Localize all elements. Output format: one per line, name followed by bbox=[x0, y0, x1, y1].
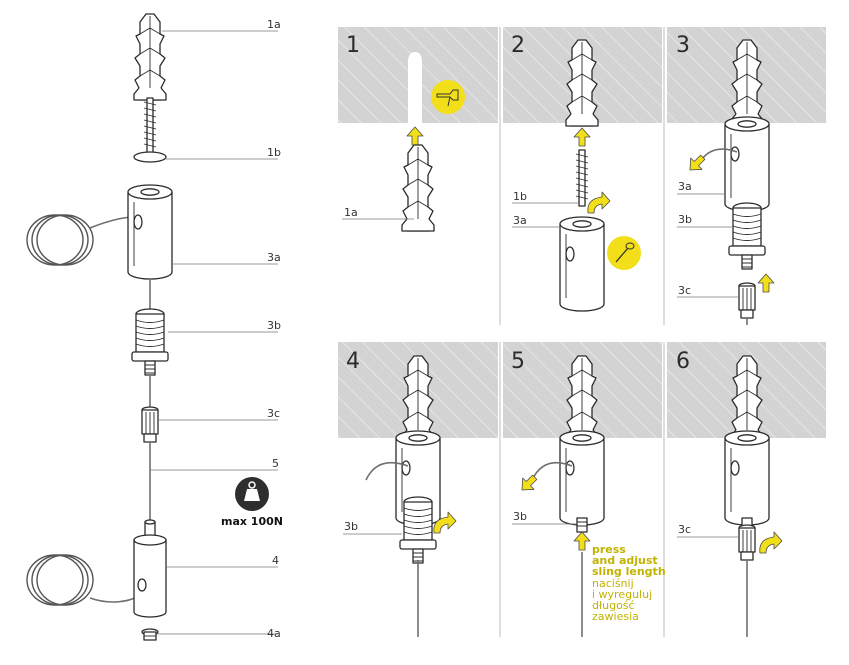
insert-arrow bbox=[573, 127, 591, 147]
step-number: 6 bbox=[676, 349, 690, 374]
step-number: 5 bbox=[511, 349, 525, 374]
screw-1b bbox=[133, 97, 167, 163]
housing-3a bbox=[559, 430, 605, 526]
label-3c: 3c bbox=[678, 523, 691, 536]
screwdriver-icon bbox=[607, 236, 641, 270]
label-1a: 1a bbox=[267, 18, 281, 31]
step-number: 3 bbox=[676, 33, 690, 58]
label-1a: 1a bbox=[344, 206, 358, 219]
gripper-4 bbox=[133, 519, 167, 618]
housing-3a bbox=[724, 116, 770, 212]
cable-nut-3c bbox=[738, 282, 756, 319]
label-3b: 3b bbox=[267, 319, 281, 332]
step-number: 1 bbox=[346, 33, 360, 58]
cable-nut-3c bbox=[141, 406, 159, 443]
label-3a: 3a bbox=[513, 214, 527, 227]
step-6-panel: 6 3c bbox=[676, 349, 783, 637]
insert-arrow bbox=[406, 126, 424, 146]
label-3a: 3a bbox=[678, 180, 692, 193]
cable bbox=[365, 461, 409, 481]
rotate-arrow bbox=[587, 191, 611, 214]
cable-arrow bbox=[689, 154, 706, 171]
label-3a: 3a bbox=[267, 251, 281, 264]
housing-3a bbox=[127, 184, 173, 280]
wall-plug bbox=[401, 144, 435, 232]
step-1-panel: 1 1a bbox=[342, 33, 465, 232]
note-pl-line: zawiesia bbox=[592, 610, 639, 623]
housing-3a bbox=[559, 216, 605, 312]
label-3b: 3b bbox=[344, 520, 358, 533]
label-1b: 1b bbox=[513, 190, 527, 203]
left-leaders bbox=[150, 30, 278, 635]
cable-nut-3c bbox=[738, 524, 756, 561]
rotate-arrow bbox=[759, 531, 783, 554]
weight-badge: max 100N bbox=[221, 477, 283, 528]
panel-dividers bbox=[499, 27, 665, 637]
label-3c: 3c bbox=[267, 407, 280, 420]
step-number: 2 bbox=[511, 33, 525, 58]
label-3b: 3b bbox=[678, 213, 692, 226]
note-en-line: press bbox=[592, 543, 626, 556]
insert-3b bbox=[399, 496, 437, 564]
step-5-panel: 5 3b press and adjust sling length naciś… bbox=[511, 349, 666, 637]
insert-3b bbox=[576, 517, 588, 533]
step-3-panel: 3 3a 3b 3c bbox=[676, 33, 775, 325]
housing-3a bbox=[724, 430, 770, 526]
label-5: 5 bbox=[272, 457, 279, 470]
note-en-line: and adjust bbox=[592, 554, 658, 567]
note-pl-line: naciśnij bbox=[592, 577, 634, 590]
drilled-hole bbox=[408, 52, 422, 123]
note-pl-line: długość bbox=[592, 599, 635, 612]
label-3c: 3c bbox=[678, 284, 691, 297]
screw-1b bbox=[575, 149, 589, 207]
note-en-line: sling length bbox=[592, 565, 666, 578]
label-1b: 1b bbox=[267, 146, 281, 159]
label-4a: 4a bbox=[267, 627, 281, 640]
weight-icon bbox=[244, 481, 260, 501]
insert-3b bbox=[131, 308, 169, 376]
grub-screw-4a bbox=[141, 628, 159, 641]
step-2-panel: 2 1b 3a bbox=[511, 33, 641, 312]
exploded-view: 1a 1b 3a 3b 3c 5 4 4a max 100N bbox=[26, 13, 283, 641]
drill-icon bbox=[431, 80, 465, 114]
insert-3b bbox=[728, 202, 766, 270]
label-3b: 3b bbox=[513, 510, 527, 523]
label-4: 4 bbox=[272, 554, 279, 567]
cable-coil-bottom bbox=[26, 554, 141, 606]
press-arrow bbox=[573, 531, 591, 551]
note-pl-line: i wyreguluj bbox=[592, 588, 652, 601]
step-number: 4 bbox=[346, 349, 360, 374]
cable-arrow bbox=[521, 474, 538, 491]
adjust-instruction: press and adjust sling length naciśnij i… bbox=[592, 543, 666, 623]
wall-plug bbox=[133, 13, 167, 101]
cable-coil-top bbox=[26, 214, 141, 266]
step-4-panel: 4 3b bbox=[343, 349, 457, 637]
insert-arrow bbox=[757, 273, 775, 293]
weight-limit-text: max 100N bbox=[221, 515, 283, 528]
